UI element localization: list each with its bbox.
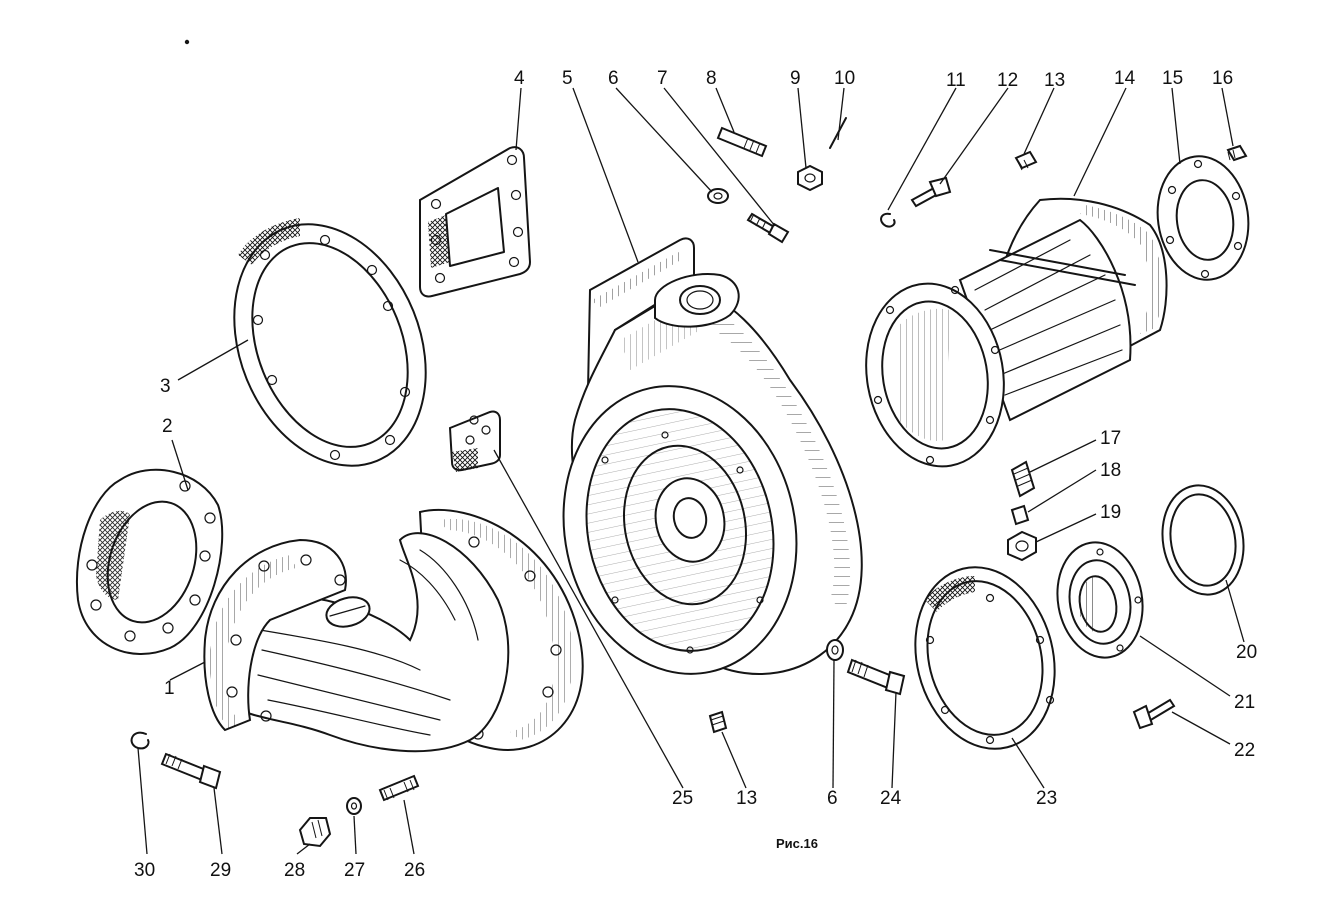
callout-20: 20 — [1236, 642, 1257, 663]
callout-23: 23 — [1036, 788, 1057, 809]
part-7-bolt — [746, 212, 790, 244]
callout-10: 10 — [834, 68, 855, 89]
part-26-stud — [378, 774, 420, 802]
part-6-washer-bottom — [826, 639, 844, 661]
callout-29: 29 — [210, 860, 231, 881]
callout-13-top: 13 — [1044, 70, 1065, 91]
part-4-square-gasket — [419, 146, 532, 298]
callout-7: 7 — [657, 68, 668, 89]
callout-18: 18 — [1100, 460, 1121, 481]
part-17-fitting — [1010, 460, 1036, 498]
callout-9: 9 — [790, 68, 801, 89]
part-8-stud — [716, 126, 768, 158]
callout-17: 17 — [1100, 428, 1121, 449]
callout-6-top: 6 — [608, 68, 619, 89]
leader-lines — [137, 87, 1245, 855]
callout-26: 26 — [404, 860, 425, 881]
callout-19: 19 — [1100, 502, 1121, 523]
callout-24: 24 — [880, 788, 902, 809]
callout-1: 1 — [164, 678, 175, 699]
part-19-nut — [1007, 530, 1037, 562]
callout-4: 4 — [514, 68, 525, 89]
part-15-end-gasket — [1156, 155, 1250, 281]
callout-2: 2 — [162, 416, 173, 437]
figure-caption: Рис.16 — [776, 836, 818, 851]
part-18-union — [1010, 504, 1030, 526]
part-28-plug — [298, 817, 332, 848]
callout-25: 25 — [672, 788, 693, 809]
part-13-plug-top — [1014, 150, 1038, 171]
callout-27: 27 — [344, 860, 365, 881]
part-21-bearing-cover — [1056, 541, 1144, 659]
callout-13-bottom: 13 — [736, 788, 757, 809]
callout-30: 30 — [134, 860, 155, 881]
part-27-washer — [346, 797, 362, 815]
callout-3: 3 — [160, 376, 171, 397]
part-22-screw — [1132, 698, 1176, 730]
part-9-nut — [797, 164, 823, 192]
callout-labels: 1 2 3 4 5 6 7 8 9 10 11 12 13 14 15 16 1… — [134, 68, 1257, 881]
callout-28: 28 — [284, 860, 305, 881]
part-5-volute-casing — [562, 237, 863, 675]
part-1-elbow-pipe — [203, 508, 584, 753]
callout-12: 12 — [997, 70, 1018, 91]
part-24-bolt — [846, 658, 906, 696]
callout-15: 15 — [1162, 68, 1183, 89]
part-13-plug-bottom — [708, 710, 728, 734]
callout-21: 21 — [1234, 692, 1255, 713]
stray-dot — [184, 39, 190, 45]
callout-22: 22 — [1234, 740, 1255, 761]
part-23-gasket — [914, 566, 1056, 750]
part-16-screw — [1226, 144, 1248, 162]
part-6-washer-top — [707, 188, 729, 204]
part-11-circlip — [880, 212, 896, 228]
callout-6-bottom: 6 — [827, 788, 838, 809]
part-20-thin-gasket — [1161, 484, 1245, 596]
part-25-small-plate — [448, 410, 501, 472]
part-2-gasket — [76, 468, 224, 655]
part-12-bolt — [910, 176, 952, 208]
callout-16: 16 — [1212, 68, 1233, 89]
callout-8: 8 — [706, 68, 717, 89]
callout-5: 5 — [562, 68, 573, 89]
part-29-bolt — [160, 752, 222, 790]
callout-11: 11 — [946, 70, 966, 91]
callout-14: 14 — [1114, 68, 1136, 89]
part-14-bearing-housing — [865, 197, 1168, 468]
part-10-pin — [829, 117, 847, 149]
part-3-large-gasket — [233, 218, 427, 467]
part-30-circlip — [130, 731, 150, 750]
